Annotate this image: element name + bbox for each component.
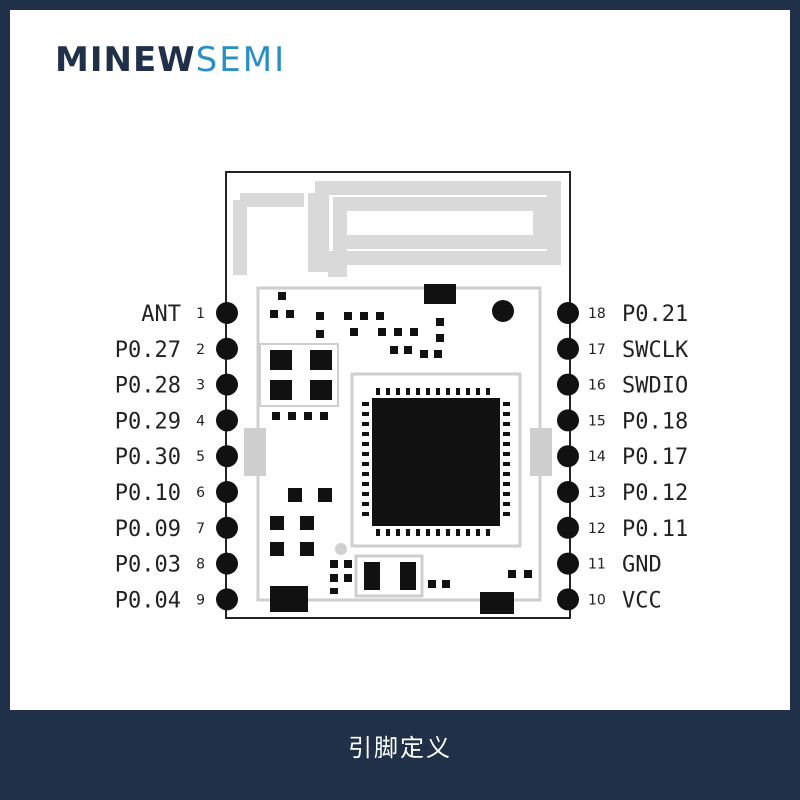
- pin-label: P0.10: [115, 481, 181, 506]
- pin-1: 1 ANT: [141, 302, 238, 327]
- pin-label: P0.29: [115, 409, 181, 434]
- pin-label: P0.12: [622, 481, 688, 506]
- pin-number: 15: [588, 413, 606, 429]
- pin-dot: [557, 302, 579, 324]
- pin-number: 3: [196, 378, 205, 394]
- pin-14: 14 P0.17: [557, 445, 688, 470]
- logo-part-minew: MINEW: [55, 40, 196, 80]
- pad-bottom-right: [480, 592, 514, 614]
- pin-label: P0.18: [622, 409, 688, 434]
- pin-number: 12: [588, 521, 606, 537]
- pin-label: VCC: [622, 588, 662, 613]
- pin-dot: [557, 337, 579, 360]
- pin-dot: [557, 445, 579, 468]
- pin-number: 6: [196, 485, 205, 501]
- pin-number: 9: [196, 592, 205, 608]
- pin-label: P0.30: [115, 445, 181, 470]
- pin-number: 1: [196, 306, 205, 322]
- chip-pin-pads: [362, 388, 510, 536]
- pin-15: 15 P0.18: [557, 409, 688, 434]
- pin-2: 2 P0.27: [115, 337, 238, 363]
- fiducial: [492, 300, 514, 322]
- pin-dot: [216, 373, 238, 396]
- pin-dot: [216, 481, 238, 503]
- pin-10: 10 VCC: [557, 588, 662, 613]
- pin-dot: [557, 516, 579, 539]
- pin-label: P0.09: [115, 517, 181, 542]
- pin-number: 2: [196, 342, 205, 358]
- pin-dot: [557, 373, 579, 396]
- pin-number: 10: [588, 592, 606, 608]
- pin-number: 14: [588, 449, 606, 465]
- pin-dot: [216, 302, 238, 324]
- pin-number: 16: [588, 378, 606, 394]
- pin-label: GND: [622, 553, 662, 578]
- pin-number: 11: [588, 557, 606, 573]
- logo-part-semi: SEMI: [195, 40, 287, 80]
- pin-dot: [557, 481, 579, 503]
- pin-16: 16 SWDIO: [557, 373, 688, 399]
- pin-dot: [216, 409, 238, 432]
- pin-number: 4: [196, 413, 205, 429]
- pin-dot: [216, 552, 238, 575]
- pin-label: P0.27: [115, 338, 181, 363]
- pin-8: 8 P0.03: [115, 552, 238, 578]
- components: [270, 284, 532, 614]
- chip-top: [424, 284, 456, 304]
- pin-label: SWCLK: [622, 338, 689, 363]
- pin-number: 18: [588, 306, 606, 322]
- pin-5: 5 P0.30: [115, 445, 238, 470]
- pin-label: ANT: [141, 302, 181, 327]
- pin-label: SWDIO: [622, 374, 688, 399]
- pin-dot: [216, 337, 238, 360]
- chip-area-trace: [350, 372, 522, 548]
- pin-12: 12 P0.11: [557, 516, 688, 542]
- pin-17: 17 SWCLK: [557, 337, 689, 363]
- caption: 引脚定义: [348, 734, 452, 762]
- pin-dot: [216, 445, 238, 468]
- pin-label: P0.04: [115, 588, 181, 613]
- pin-7: 7 P0.09: [115, 516, 238, 542]
- pin-label: P0.17: [622, 445, 688, 470]
- inductor-outline: [354, 554, 424, 598]
- pad-bottom-left: [270, 586, 308, 612]
- module-pinout-diagram: 1 ANT 2 P0.27 3 P0.28 4 P0.29 5 P0.30 6 P0.10 7 P0.09…: [115, 171, 689, 619]
- pin-11: 11 GND: [557, 552, 662, 578]
- pin-9: 9 P0.04: [115, 588, 238, 613]
- side-pad-left: [244, 428, 266, 476]
- pin-4: 4 P0.29: [115, 409, 238, 434]
- mcu-chip: [372, 398, 500, 526]
- minewsemi-logo: MINEWSEMI: [55, 40, 286, 80]
- crystal-outline: [259, 343, 339, 407]
- pcb-antenna: [233, 181, 561, 277]
- pin-3: 3 P0.28: [115, 373, 238, 399]
- pin-13: 13 P0.12: [557, 481, 688, 506]
- pin-18: 18 P0.21: [557, 302, 688, 327]
- pin-dot: [557, 588, 579, 611]
- pin-number: 8: [196, 557, 205, 573]
- pin-6: 6 P0.10: [115, 481, 238, 506]
- pin-number: 13: [588, 485, 606, 501]
- pin-number: 7: [196, 521, 205, 537]
- test-point: [335, 543, 347, 555]
- pin-label: P0.28: [115, 374, 181, 399]
- pin-dot: [216, 588, 238, 611]
- pin-label: P0.11: [622, 517, 688, 542]
- side-pad-right: [530, 428, 552, 476]
- pin-label: P0.03: [115, 553, 181, 578]
- left-pin-column: 1 ANT 2 P0.27 3 P0.28 4 P0.29 5 P0.30 6 P0.10 7 P0.09…: [115, 302, 238, 613]
- pin-number: 17: [588, 342, 606, 358]
- pin-label: P0.21: [622, 302, 688, 327]
- pin-dot: [216, 516, 238, 539]
- pin-number: 5: [196, 449, 205, 465]
- pin-dot: [557, 552, 579, 575]
- pin-dot: [557, 409, 579, 432]
